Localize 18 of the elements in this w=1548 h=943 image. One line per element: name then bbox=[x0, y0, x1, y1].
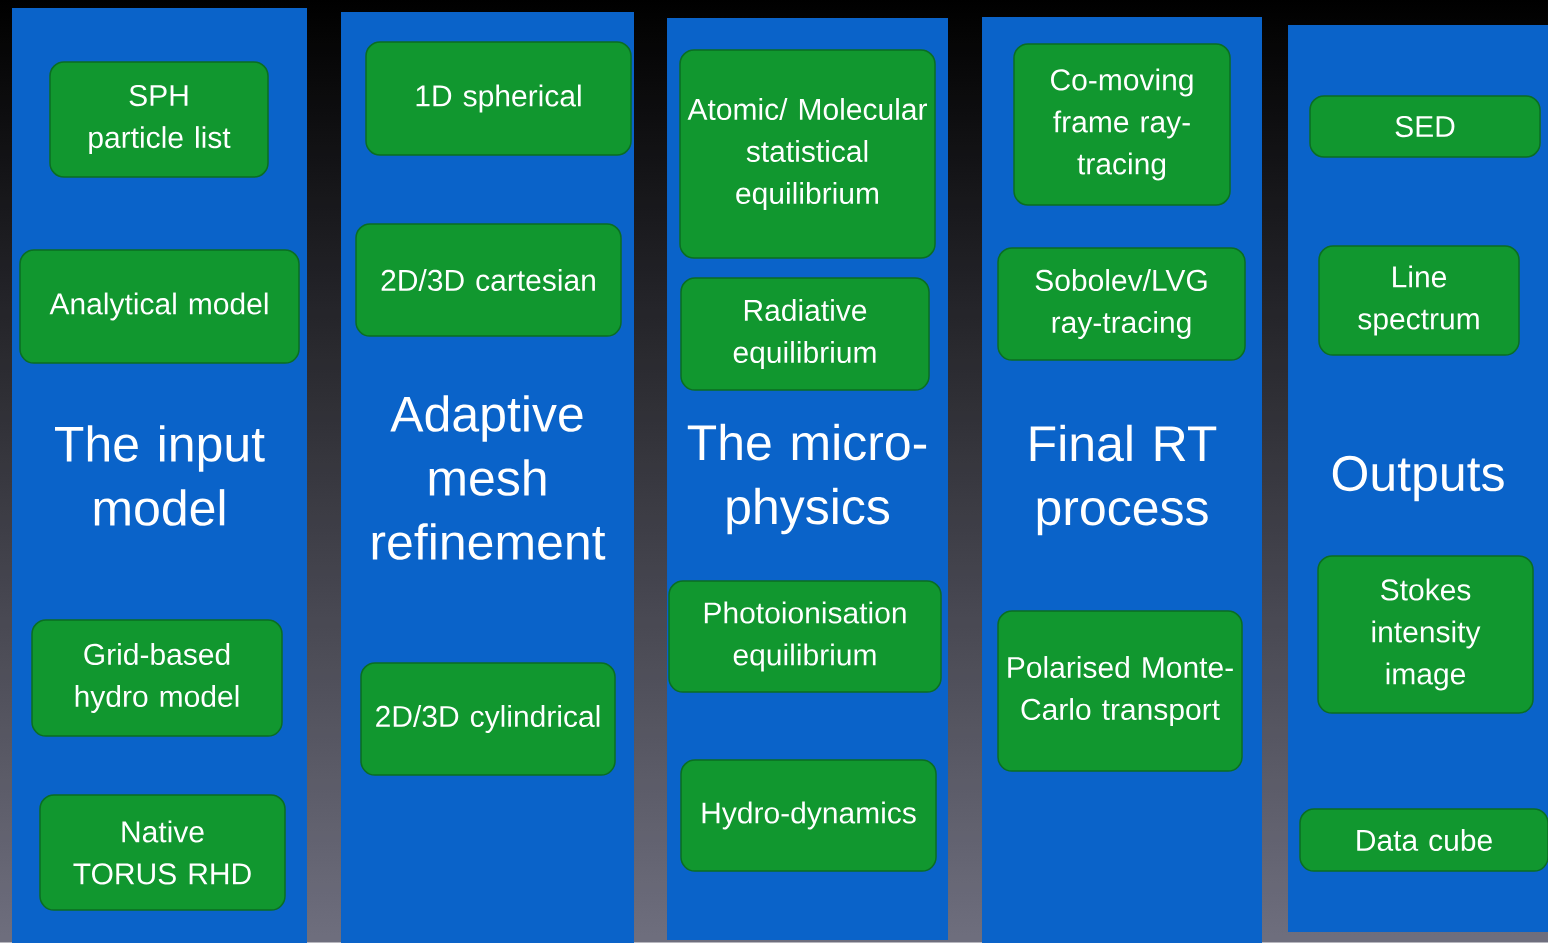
process-box: 2D/3D cylindrical bbox=[360, 662, 616, 776]
process-box: Native TORUS RHD bbox=[39, 794, 286, 911]
process-box: SED bbox=[1309, 95, 1541, 158]
process-box: Atomic/ Molecular statistical equilibrium bbox=[679, 49, 936, 259]
process-box: 1D spherical bbox=[365, 41, 632, 156]
process-box: Co-moving frame ray-tracing bbox=[1013, 43, 1231, 206]
process-box: Grid-based hydro model bbox=[31, 619, 283, 737]
process-box: Data cube bbox=[1299, 808, 1548, 872]
process-box: Radiative equilibrium bbox=[680, 277, 930, 391]
process-box: 2D/3D cartesian bbox=[355, 223, 622, 337]
process-box: SPH particle list bbox=[49, 61, 269, 178]
process-box: Line spectrum bbox=[1318, 245, 1520, 356]
process-box: Sobolev/LVG ray-tracing bbox=[997, 247, 1246, 361]
process-box: Analytical model bbox=[19, 249, 300, 364]
process-box: Stokes intensity image bbox=[1317, 555, 1534, 714]
process-box: Polarised Monte-Carlo transport bbox=[997, 610, 1243, 772]
process-box: Hydro-dynamics bbox=[680, 759, 937, 872]
process-box: Photoionisation equilibrium bbox=[668, 580, 942, 693]
